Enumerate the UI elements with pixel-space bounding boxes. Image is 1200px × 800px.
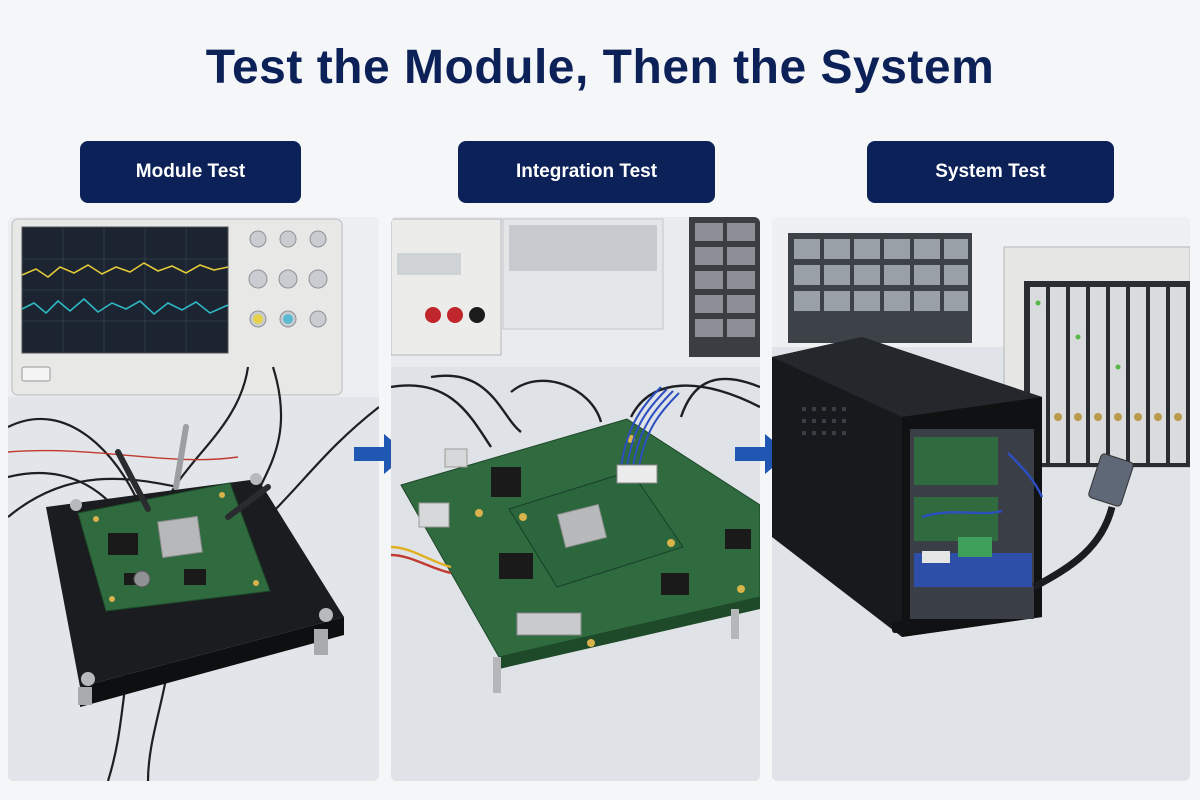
instrument-chassis (1003, 246, 1190, 468)
oscilloscope (11, 218, 343, 396)
system-enclosure (772, 337, 1044, 637)
photo-integration-test (391, 217, 760, 781)
page-title: Test the Module, Then the System (205, 41, 995, 94)
stage-label-system-test: System Test (867, 141, 1114, 203)
power-supply (391, 218, 502, 356)
photo-module-test (8, 217, 379, 781)
pcb-module (77, 482, 271, 612)
photo-system-test (772, 217, 1190, 781)
stage-label-module-test: Module Test (80, 141, 301, 203)
parts-cabinet (689, 217, 760, 357)
module-on-carrier (508, 470, 684, 588)
stage-label-integration-test: Integration Test (458, 141, 715, 203)
parts-cabinet (788, 233, 972, 343)
